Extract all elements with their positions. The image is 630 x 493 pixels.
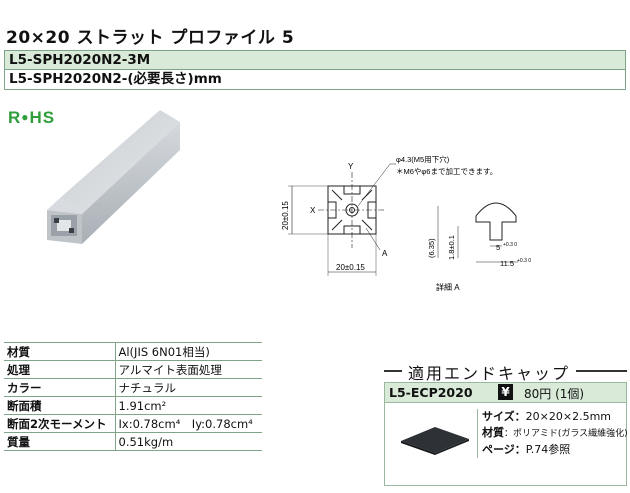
table-row: 処理アルマイト表面処理 [4, 360, 262, 379]
spec-value: ナチュラル [115, 378, 262, 397]
yen-icon: ¥ [498, 384, 513, 400]
endcap-part-row: L5-ECP2020 ¥ 80円 (1個) [385, 383, 626, 403]
dim-11-5: 11.5 [500, 259, 514, 268]
spec-value: 1.91cm² [115, 396, 262, 415]
dim-horizontal: 20±0.15 [336, 263, 365, 272]
endcap-heading-text: 適用エンドキャップ [402, 360, 577, 384]
dim-5: 5 [496, 243, 500, 252]
axis-x-label: X [310, 206, 316, 215]
spec-key: 断面積 [4, 396, 116, 415]
spec-value: 0.51kg/m [115, 432, 262, 451]
rohs-logo: R●HS [8, 108, 56, 127]
endcap-image [401, 427, 469, 455]
size-label: サイズ： [482, 410, 526, 423]
endcap-specs: サイズ：20×20×2.5mm 材質：ポリアミド(ガラス繊維強化) ページ：P.… [477, 409, 628, 458]
dim-6-35: (6.35) [427, 238, 436, 258]
spec-key: 質量 [4, 432, 116, 451]
spec-key: 材質 [4, 342, 116, 361]
detail-marker: A [382, 249, 388, 258]
endcap-panel: L5-ECP2020 ¥ 80円 (1個) サイズ：20×20×2.5mm 材質… [384, 382, 628, 486]
dim-5-tolerance: +0.3 0 [503, 242, 517, 248]
spec-value: アルマイト表面処理 [115, 360, 262, 379]
dim-vertical: 20±0.15 [281, 201, 290, 230]
spec-key: 断面2次モーメント [4, 414, 116, 433]
dim-11-5-tolerance: +0.3 0 [517, 258, 531, 264]
profile-photo [47, 110, 180, 244]
spec-key: カラー [4, 378, 116, 397]
page-value: P.74参照 [525, 443, 571, 456]
endcap-heading: 適用エンドキャップ [384, 360, 627, 384]
dim-1-8: 1.8±0.1 [447, 235, 456, 260]
axis-y-label: Y [348, 162, 354, 171]
material-label: 材質 [482, 425, 504, 439]
endcap-price: 80円 (1個) [524, 387, 585, 401]
spec-key: 処理 [4, 360, 116, 379]
hole-note: φ4.3(M5用下穴) [396, 154, 450, 164]
cross-section-drawing: Y X 20±0.15 20±0.15 φ4.3(M5用下穴) ＊M6やφ6まで… [281, 154, 531, 292]
part-number-custom-length: L5-SPH2020N2-(必要長さ)mm [4, 70, 626, 90]
table-row: カラーナチュラル [4, 378, 262, 397]
material-value: ：ポリアミド(ガラス繊維強化) [504, 428, 628, 439]
detail-label: 詳細 A [436, 282, 460, 292]
page-title: 20×20 ストラット プロファイル 5 [6, 28, 295, 48]
tap-note: ＊M6やφ6まで加工できます。 [396, 166, 497, 176]
part-number-3m: L5-SPH2020N2-3M [4, 50, 626, 70]
spec-value: Ix:0.78cm⁴ Iy:0.78cm⁴ [115, 414, 262, 433]
size-value: 20×20×2.5mm [525, 410, 612, 423]
spec-value: Al(JIS 6N01相当) [115, 342, 262, 361]
page-label: ページ： [482, 443, 526, 456]
endcap-code: L5-ECP2020 [389, 385, 473, 400]
